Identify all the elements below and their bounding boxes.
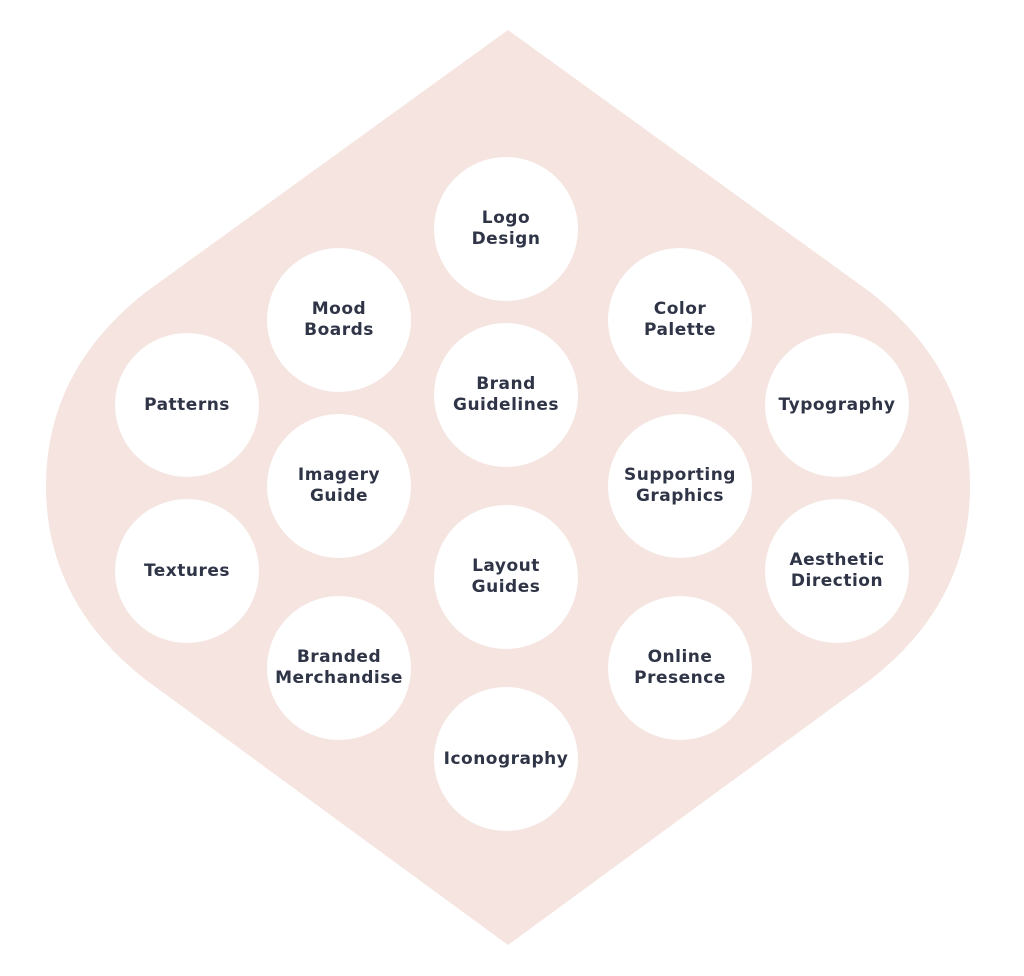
node-textures-label: Textures xyxy=(143,560,231,581)
node-online-presence-label: Online Presence xyxy=(634,647,726,688)
node-iconography: Iconography xyxy=(434,687,578,831)
node-aesthetic-direction: Aesthetic Direction xyxy=(765,499,909,643)
node-mood-boards: Mood Boards xyxy=(267,248,411,392)
node-color-palette: Color Palette xyxy=(608,248,752,392)
node-supporting-graphics-label: Supporting Graphics xyxy=(624,465,736,506)
node-textures: Textures xyxy=(115,499,259,643)
node-online-presence: Online Presence xyxy=(608,596,752,740)
node-mood-boards-label: Mood Boards xyxy=(304,299,374,340)
node-layout-guides: Layout Guides xyxy=(434,505,578,649)
node-patterns-label: Patterns xyxy=(144,394,230,415)
node-brand-guidelines: Brand Guidelines xyxy=(434,323,578,467)
node-color-palette-label: Color Palette xyxy=(643,299,717,340)
node-brand-guidelines-label: Brand Guidelines xyxy=(453,374,559,415)
node-imagery-guide: Imagery Guide xyxy=(267,414,411,558)
node-typography: Typography xyxy=(765,333,909,477)
node-supporting-graphics: Supporting Graphics xyxy=(608,414,752,558)
node-iconography-label: Iconography xyxy=(443,748,569,769)
node-imagery-guide-label: Imagery Guide xyxy=(297,465,381,506)
node-branded-merchandise: Branded Merchandise xyxy=(267,596,411,740)
node-layout-guides-label: Layout Guides xyxy=(471,556,541,597)
node-patterns: Patterns xyxy=(115,333,259,477)
node-logo-design: Logo Design xyxy=(434,157,578,301)
rounded-diamond-shape xyxy=(46,30,970,945)
node-logo-design-label: Logo Design xyxy=(471,208,541,249)
node-branded-merchandise-label: Branded Merchandise xyxy=(275,647,403,688)
node-aesthetic-direction-label: Aesthetic Direction xyxy=(789,550,885,591)
node-typography-label: Typography xyxy=(778,394,896,415)
